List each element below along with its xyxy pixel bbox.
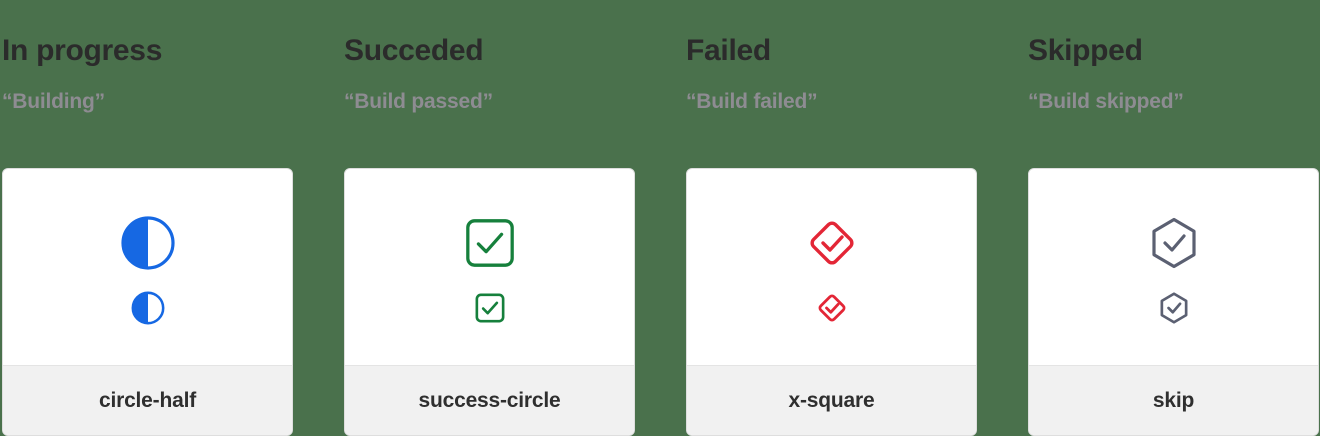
icon-name-label: circle-half xyxy=(98,388,196,412)
status-caption-succeded: “Build passed” xyxy=(344,90,493,113)
icon-name-label: success-circle xyxy=(418,388,561,412)
x-square-icon xyxy=(804,215,860,271)
icon-preview-area xyxy=(3,169,292,365)
x-square-icon-small xyxy=(815,291,849,325)
page-title-skipped: Skipped xyxy=(1028,34,1143,67)
page-title-succeded: Succeded xyxy=(344,34,484,67)
page-title-in-progress: In progress xyxy=(2,34,163,67)
page-title-failed: Failed xyxy=(686,34,771,67)
icon-name-label: x-square xyxy=(788,388,875,412)
icon-preview-area xyxy=(1029,169,1318,365)
skip-icon-small xyxy=(1157,291,1191,325)
success-circle-icon xyxy=(462,215,518,271)
circle-half-icon xyxy=(120,215,176,271)
status-column-succeded: Succeded “Build passed” su xyxy=(342,0,684,436)
icon-card-footer: x-square xyxy=(687,365,976,435)
icon-preview-area xyxy=(687,169,976,365)
icon-name-label: skip xyxy=(1152,388,1195,412)
icon-card-footer: circle-half xyxy=(3,365,292,435)
status-caption-failed: “Build failed” xyxy=(686,90,818,113)
status-column-skipped: Skipped “Build skipped” sk xyxy=(1026,0,1320,436)
status-column-failed: Failed “Build failed” x-sq xyxy=(684,0,1026,436)
skip-icon xyxy=(1146,215,1202,271)
status-caption-skipped: “Build skipped” xyxy=(1028,90,1184,113)
status-caption-in-progress: “Building” xyxy=(2,90,105,113)
icon-card-skip[interactable]: skip xyxy=(1028,168,1319,436)
icon-card-circle-half[interactable]: circle-half xyxy=(2,168,293,436)
icon-card-x-square[interactable]: x-square xyxy=(686,168,977,436)
icon-card-footer: success-circle xyxy=(345,365,634,435)
icon-preview-area xyxy=(345,169,634,365)
status-column-in-progress: In progress “Building” cir xyxy=(0,0,342,436)
icon-card-success-circle[interactable]: success-circle xyxy=(344,168,635,436)
circle-half-icon-small xyxy=(131,291,165,325)
success-circle-icon-small xyxy=(473,291,507,325)
icon-card-footer: skip xyxy=(1029,365,1318,435)
